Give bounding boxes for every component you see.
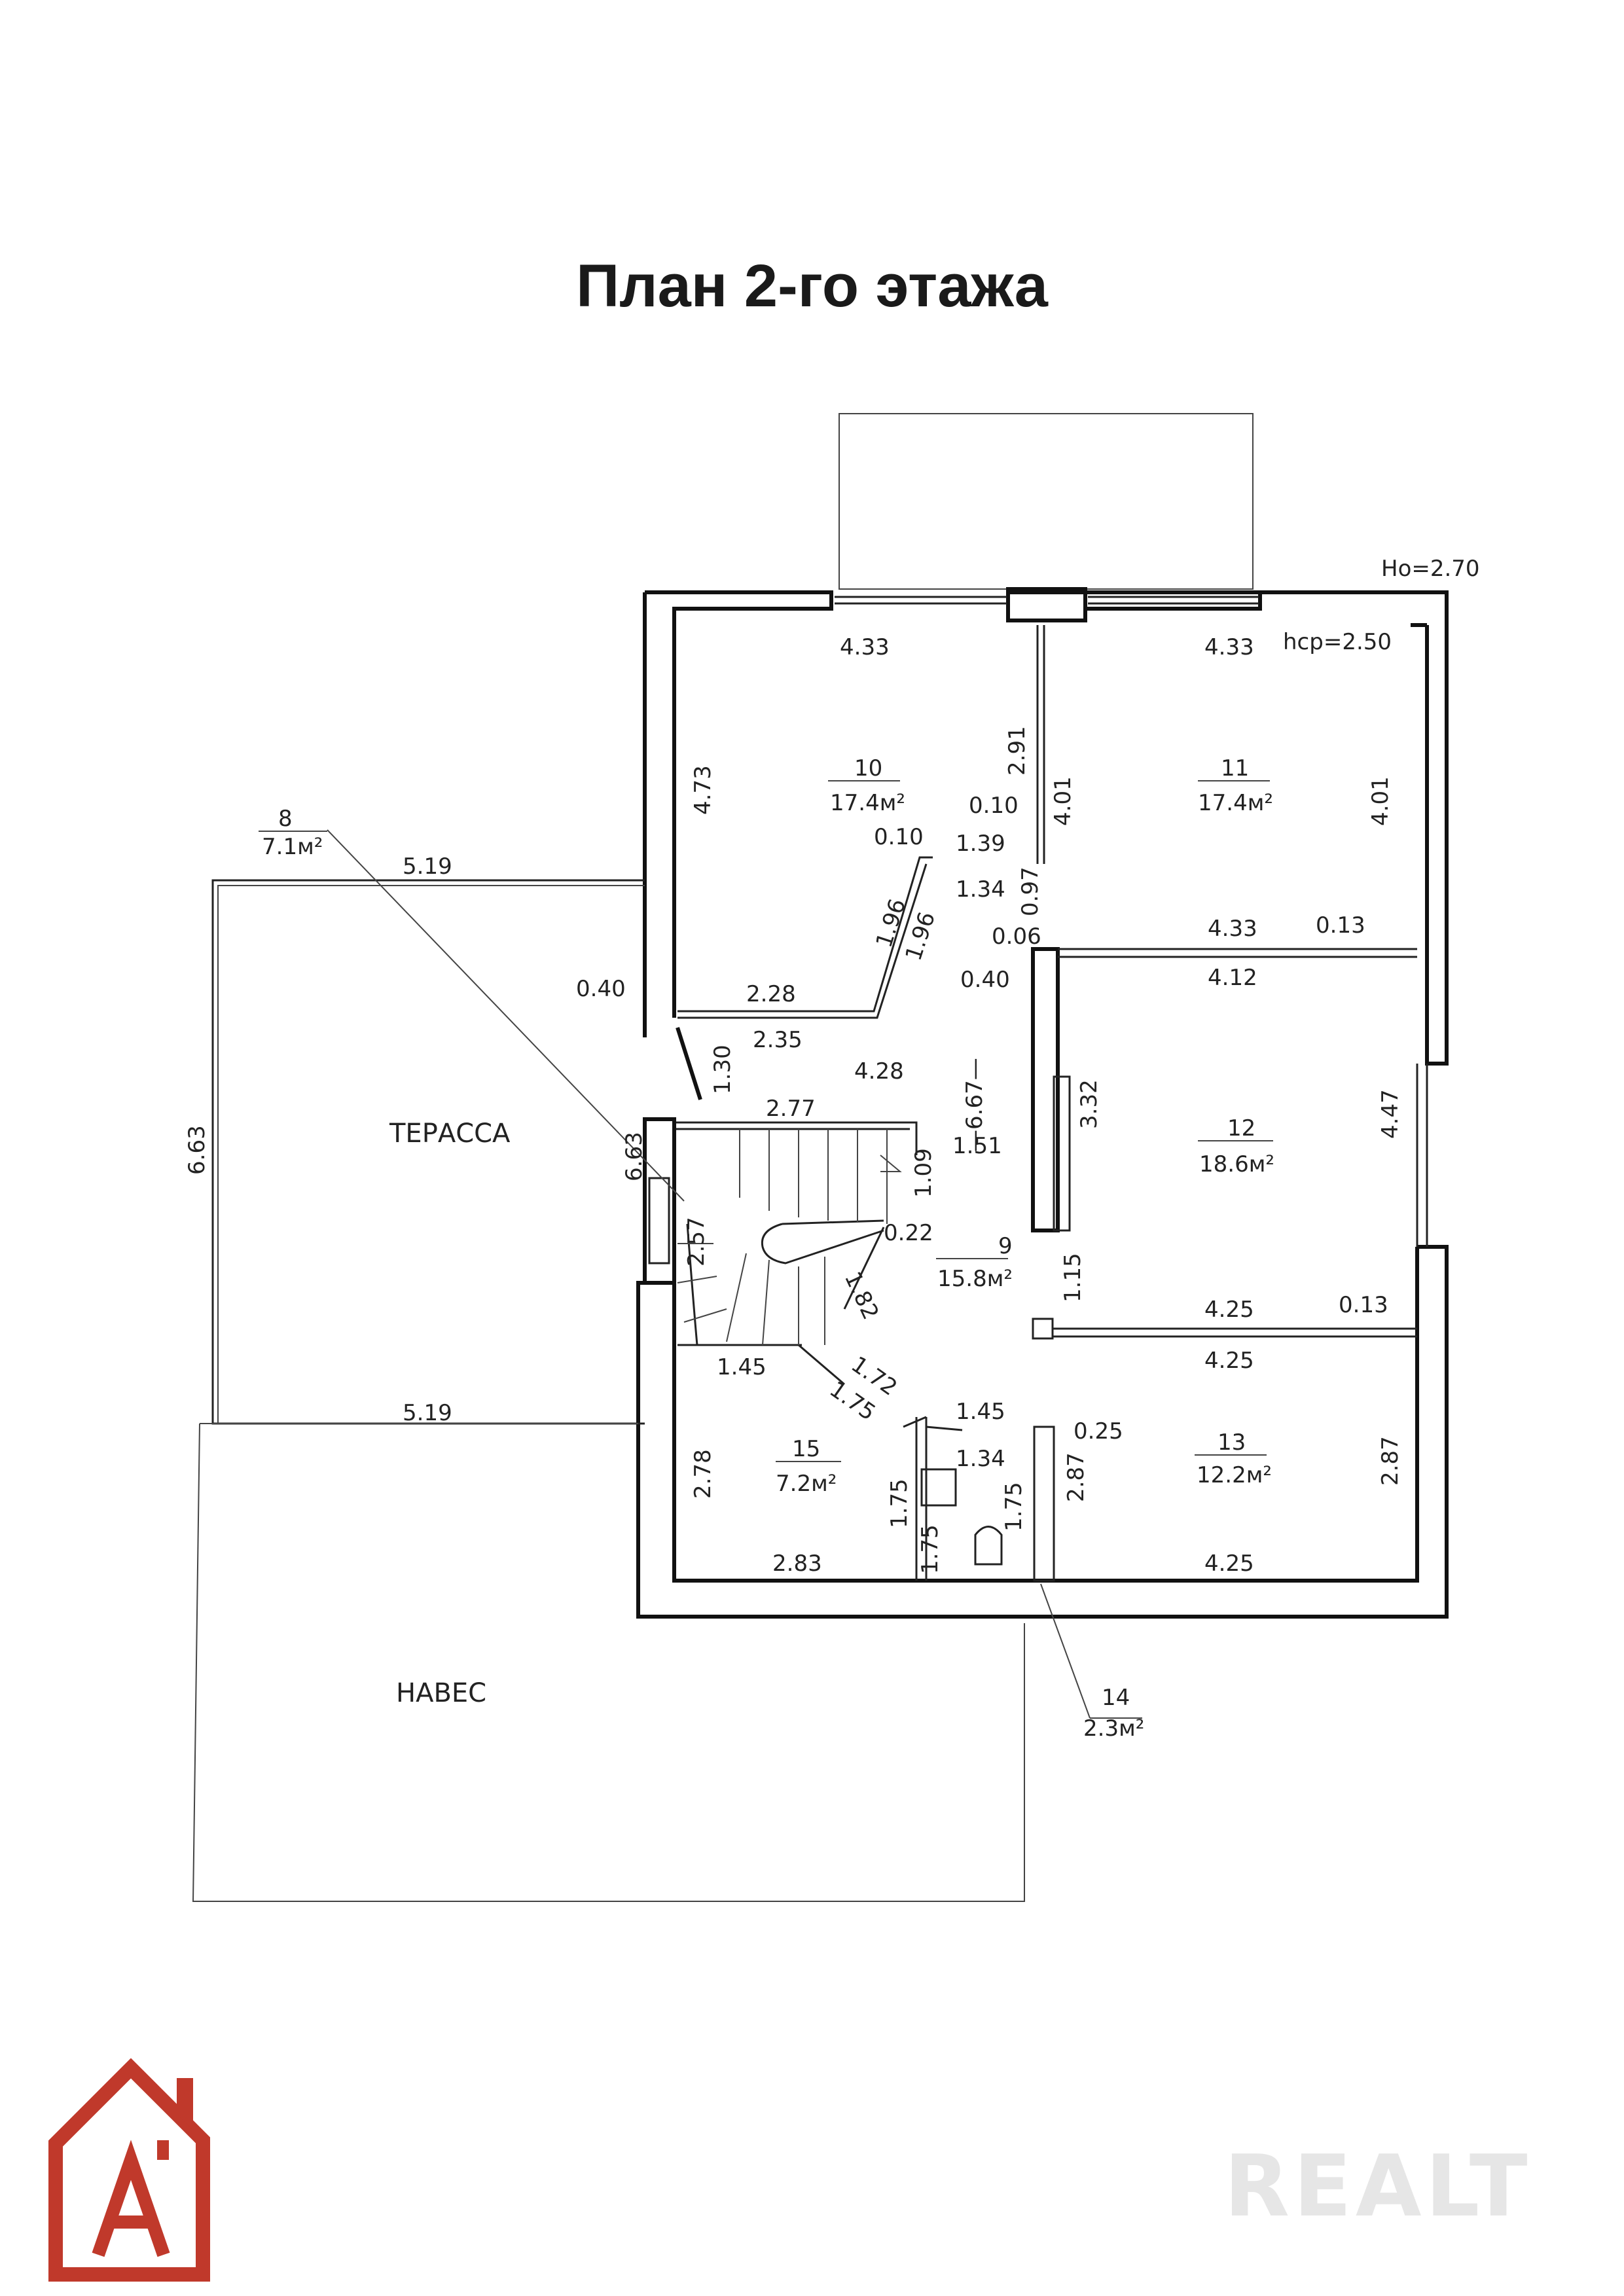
dim-0-13-a: 0.13 [1316,912,1365,939]
dim-4-12: 4.12 [1208,965,1257,991]
dim-0-22: 0.22 [884,1220,933,1246]
dim-0-40-b: 0.40 [576,976,626,1002]
outer-walls [636,587,1449,1619]
room-10-area: 17.4м² [830,790,905,816]
dim-0-25: 0.25 [1074,1418,1123,1444]
room-15-area: 7.2м² [776,1471,837,1497]
dim-0-97: 0.97 [1017,867,1043,916]
dim-5-19-b: 5.19 [403,1400,452,1426]
dim-4-01-b: 4.01 [1367,776,1394,826]
dim-1-15: 1.15 [1060,1253,1086,1302]
canopy-label: НАВЕС [396,1678,486,1708]
room-9-number: 9 [998,1233,1013,1259]
dim-0-10-b: 0.10 [874,824,924,850]
dim-4-25-b: 4.25 [1204,1348,1254,1374]
dim-1-75-c: 1.75 [917,1524,943,1574]
dim-4-47: 4.47 [1377,1089,1403,1139]
dim-1-34-a: 1.34 [956,876,1005,903]
dim-1-30: 1.30 [710,1045,736,1094]
dim-4-33-a: 4.33 [840,634,890,660]
room-12-area: 18.6м² [1199,1151,1274,1177]
staircase [674,1121,918,1346]
dim-2-28: 2.28 [746,981,796,1007]
dim-2-77: 2.77 [766,1096,816,1122]
dim-2-83: 2.83 [772,1551,822,1577]
dim-6-63-b: 6.63 [184,1125,210,1175]
dim-1-39: 1.39 [956,831,1005,857]
dim-4-25-c: 4.25 [1204,1551,1254,1577]
floor-height-label: Hо=2.70 [1381,556,1480,582]
room-11-number: 11 [1221,755,1249,781]
avg-height-label: hср=2.50 [1283,629,1392,655]
room-9-area: 15.8м² [937,1266,1013,1292]
balcony-outline [839,413,1254,590]
dim-5-19-a: 5.19 [403,853,452,880]
dim-2-35: 2.35 [753,1027,803,1053]
room-15-number: 15 [792,1436,820,1462]
room-11-area: 17.4м² [1198,790,1273,816]
dim-1-45-b: 1.45 [956,1399,1005,1425]
dim-6-67: —6.67— [962,1058,988,1152]
dim-4-25-a: 4.25 [1204,1297,1254,1323]
dim-1-34-b: 1.34 [956,1446,1005,1472]
dim-1-75-b: 1.75 [886,1479,912,1528]
room-14-area: 2.3м² [1083,1715,1144,1742]
terrace-label: ТЕРАССА [389,1119,511,1149]
realt-logo-icon: REALT [1224,2136,1532,2236]
dim-3-32: 3.32 [1076,1079,1102,1129]
room-8-area: 7.1м² [262,834,323,860]
canopy-outline [192,1423,1025,1902]
terrace-outline [211,879,676,1425]
page-title: План 2-го этажа [576,253,1048,319]
dim-4-33-c: 4.33 [1208,916,1257,942]
dim-6-63-a: 6.63 [621,1132,647,1181]
room-13-number: 13 [1218,1429,1246,1456]
dim-1-09: 1.09 [911,1148,937,1198]
dim-4-73: 4.73 [690,765,716,815]
dim-4-01-a: 4.01 [1050,776,1076,826]
room-8-number: 8 [278,806,293,832]
room-14-number: 14 [1102,1685,1130,1711]
dim-4-28: 4.28 [854,1058,904,1085]
room-12-number: 12 [1227,1115,1255,1141]
dim-1-75-d: 1.75 [1001,1482,1027,1532]
dim-0-10-a: 0.10 [969,793,1019,819]
dimension-labels: Hо=2.70 hср=2.50 4.33 4.33 4.73 2.91 0.1… [184,556,1480,1577]
dim-0-06: 0.06 [992,924,1041,950]
dim-2-87-b: 2.87 [1377,1436,1403,1486]
dim-0-13-b: 0.13 [1339,1292,1388,1318]
dim-0-40-a: 0.40 [960,967,1010,993]
room-10-number: 10 [854,755,882,781]
room-13-area: 12.2м² [1197,1462,1272,1488]
dim-2-91: 2.91 [1004,726,1030,776]
realt-logo-text: REALT [1224,2136,1532,2236]
dim-2-87-a: 2.87 [1063,1452,1089,1502]
dim-1-45-a: 1.45 [717,1354,767,1380]
dim-1-82: 1.82 [839,1268,884,1324]
dim-2-78: 2.78 [690,1449,716,1499]
dim-4-33-b: 4.33 [1204,634,1254,660]
dim-2-57: 2.57 [683,1217,710,1266]
leader-lines [327,829,1142,1719]
room-labels: 8 7.1м² 10 17.4м² 11 17.4м² 12 18.6м² 9 … [259,755,1274,1742]
house-a-logo-icon [48,2058,210,2282]
dim-1-51: 1.51 [952,1133,1002,1159]
